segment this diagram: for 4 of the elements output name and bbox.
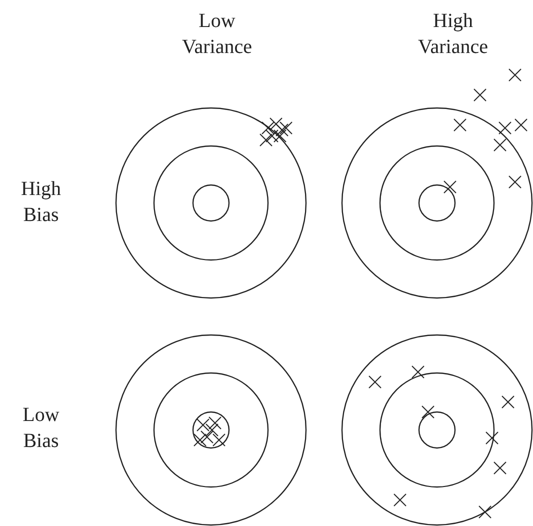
column-header: Low Variance — [181, 9, 253, 60]
column-header: High Variance — [417, 9, 489, 60]
row-header: High Bias — [20, 177, 62, 228]
row-header: Low Bias — [22, 403, 60, 454]
